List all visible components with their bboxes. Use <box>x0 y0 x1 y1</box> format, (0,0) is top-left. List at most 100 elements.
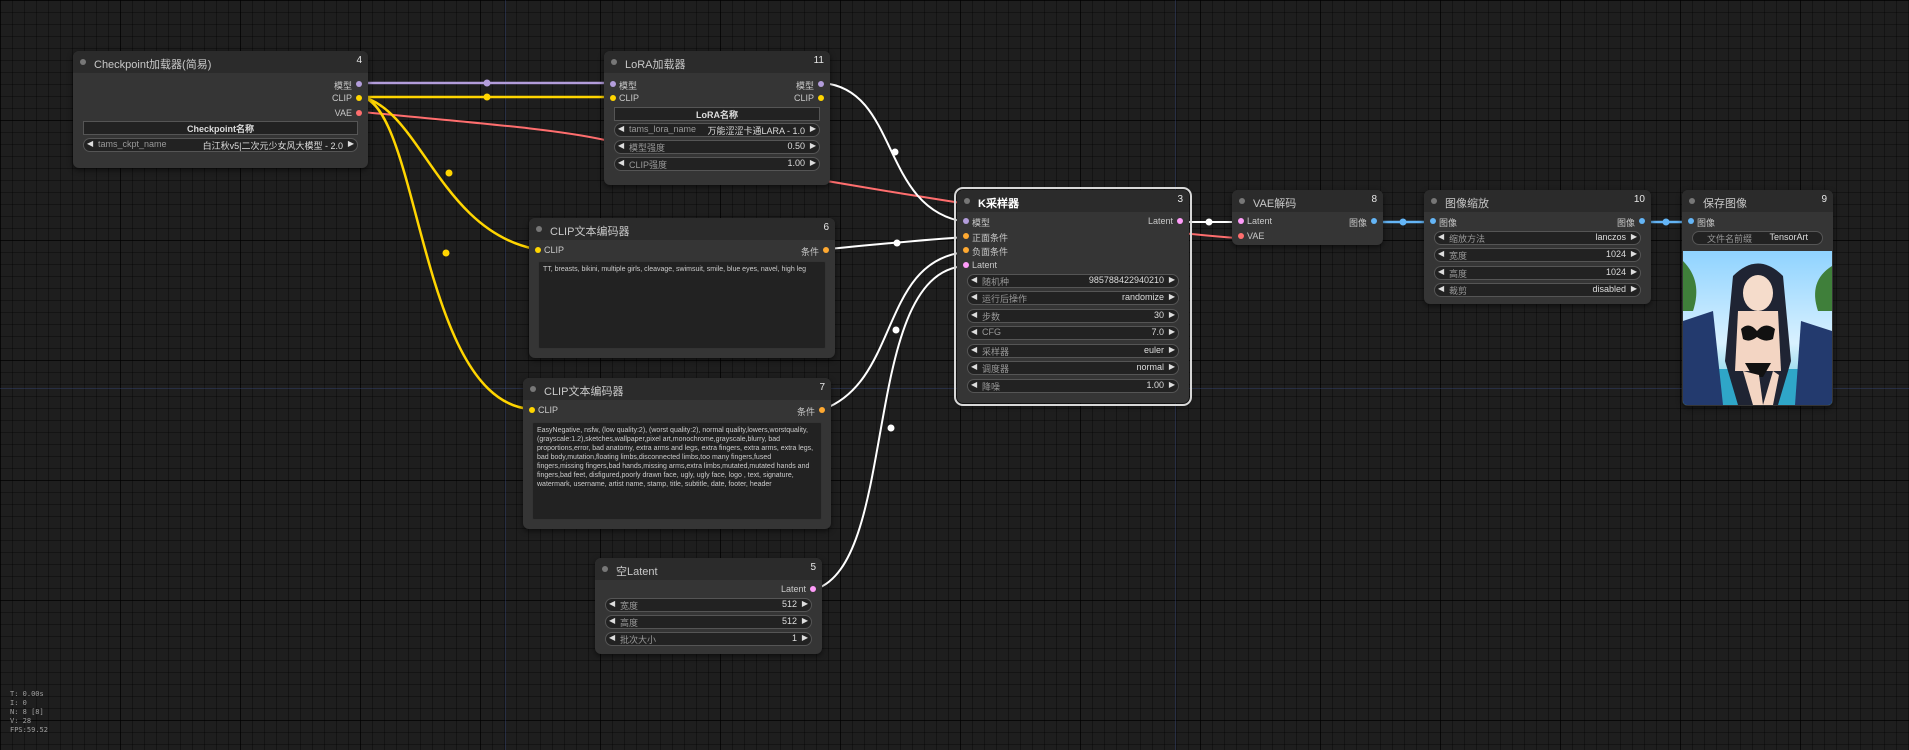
seed-widget[interactable]: ◀ 随机种 985788422940210 ▶ <box>967 274 1179 288</box>
arrow-right-icon[interactable]: ▶ <box>1168 380 1175 389</box>
output-slot-conditioning[interactable]: 条件 <box>749 244 829 258</box>
denoise-widget[interactable]: ◀ 降噪 1.00 ▶ <box>967 379 1179 393</box>
save-image-node[interactable]: 保存图像 9 图像 文件名前缀 TensorArt <box>1682 190 1833 406</box>
arrow-left-icon[interactable]: ◀ <box>971 345 978 354</box>
node-header[interactable]: VAE解码 8 <box>1232 190 1383 212</box>
node-header[interactable]: 保存图像 9 <box>1682 190 1833 212</box>
positive-prompt-textarea[interactable]: TT, breasts, bikini, multiple girls, cle… <box>538 261 826 349</box>
node-collapse-dot[interactable] <box>530 386 536 392</box>
negative-prompt-textarea[interactable]: EasyNegative, nsfw, (low quality:2), (wo… <box>532 422 822 520</box>
output-slot-vae[interactable]: VAE <box>262 107 362 121</box>
node-collapse-dot[interactable] <box>1431 198 1437 204</box>
empty-latent-node[interactable]: 空Latent 5 Latent ◀ 宽度 512 ▶ ◀ 高度 512 ▶ ◀… <box>595 558 822 654</box>
arrow-left-icon[interactable]: ◀ <box>609 633 616 642</box>
input-slot-image[interactable]: 图像 <box>1688 215 1758 229</box>
crop-widget[interactable]: ◀ 裁剪 disabled ▶ <box>1434 283 1641 297</box>
node-header[interactable]: LoRA加载器 11 <box>604 51 830 73</box>
latent-width-widget[interactable]: ◀ 宽度 512 ▶ <box>605 598 812 612</box>
ckpt-name-combo[interactable]: ◀ tams_ckpt_name 白江秋v5|二次元少女风大模型 - 2.0 ▶ <box>83 138 358 152</box>
arrow-right-icon[interactable]: ▶ <box>1168 292 1175 301</box>
arrow-right-icon[interactable]: ▶ <box>1168 275 1175 284</box>
node-collapse-dot[interactable] <box>536 226 542 232</box>
node-header[interactable]: 图像缩放 10 <box>1424 190 1651 212</box>
arrow-left-icon[interactable]: ◀ <box>1438 267 1445 276</box>
arrow-left-icon[interactable]: ◀ <box>971 380 978 389</box>
arrow-right-icon[interactable]: ▶ <box>1630 284 1637 293</box>
steps-widget[interactable]: ◀ 步数 30 ▶ <box>967 309 1179 323</box>
input-slot-model[interactable]: 模型 <box>963 215 1043 229</box>
model-strength-widget[interactable]: ◀ 模型强度 0.50 ▶ <box>614 140 820 154</box>
arrow-right-icon[interactable]: ▶ <box>809 141 816 150</box>
arrow-left-icon[interactable]: ◀ <box>609 599 616 608</box>
scheduler-widget[interactable]: ◀ 调度器 normal ▶ <box>967 361 1179 375</box>
arrow-left-icon[interactable]: ◀ <box>1438 249 1445 258</box>
output-slot-image[interactable]: 图像 <box>1317 215 1377 229</box>
input-slot-negative[interactable]: 负面条件 <box>963 244 1043 258</box>
batch-size-widget[interactable]: ◀ 批次大小 1 ▶ <box>605 632 812 646</box>
sampler-widget[interactable]: ◀ 采样器 euler ▶ <box>967 344 1179 358</box>
output-slot-clip[interactable]: CLIP <box>744 92 824 106</box>
arrow-left-icon[interactable]: ◀ <box>87 139 94 148</box>
input-slot-clip[interactable]: CLIP <box>610 92 690 106</box>
node-collapse-dot[interactable] <box>1239 198 1245 204</box>
output-slot-latent[interactable]: Latent <box>736 583 816 597</box>
arrow-right-icon[interactable]: ▶ <box>809 158 816 167</box>
input-slot-latent[interactable]: Latent <box>963 259 1043 273</box>
node-header[interactable]: CLIP文本编码器 7 <box>523 378 831 400</box>
node-header[interactable]: Checkpoint加载器(简易) 4 <box>73 51 368 73</box>
input-slot-vae[interactable]: VAE <box>1238 230 1308 244</box>
output-slot-image[interactable]: 图像 <box>1575 215 1645 229</box>
arrow-right-icon[interactable]: ▶ <box>1630 267 1637 276</box>
control-after-generate-widget[interactable]: ◀ 运行后操作 randomize ▶ <box>967 291 1179 305</box>
input-slot-clip[interactable]: CLIP <box>529 404 609 418</box>
arrow-right-icon[interactable]: ▶ <box>1630 249 1637 258</box>
node-collapse-dot[interactable] <box>1689 198 1695 204</box>
node-header[interactable]: CLIP文本编码器 6 <box>529 218 835 240</box>
arrow-left-icon[interactable]: ◀ <box>971 310 978 319</box>
arrow-right-icon[interactable]: ▶ <box>801 599 808 608</box>
node-collapse-dot[interactable] <box>602 566 608 572</box>
arrow-left-icon[interactable]: ◀ <box>971 275 978 284</box>
input-slot-image[interactable]: 图像 <box>1430 215 1500 229</box>
image-preview[interactable] <box>1683 251 1832 405</box>
node-header[interactable]: K采样器 3 <box>957 190 1189 212</box>
ksampler-node[interactable]: K采样器 3 模型 Latent 正面条件 负面条件 Latent ◀ 随机种 … <box>954 187 1192 406</box>
node-header[interactable]: 空Latent 5 <box>595 558 822 580</box>
arrow-right-icon[interactable]: ▶ <box>1630 232 1637 241</box>
output-slot-conditioning[interactable]: 条件 <box>745 404 825 418</box>
arrow-left-icon[interactable]: ◀ <box>618 158 625 167</box>
arrow-right-icon[interactable]: ▶ <box>801 616 808 625</box>
clip-text-encode-positive-node[interactable]: CLIP文本编码器 6 CLIP 条件 TT, breasts, bikini,… <box>529 218 835 358</box>
checkpoint-loader-node[interactable]: Checkpoint加载器(简易) 4 模型 CLIP VAE Checkpoi… <box>73 51 368 168</box>
node-collapse-dot[interactable] <box>964 198 970 204</box>
input-slot-clip[interactable]: CLIP <box>535 244 615 258</box>
arrow-left-icon[interactable]: ◀ <box>618 141 625 150</box>
input-slot-positive[interactable]: 正面条件 <box>963 230 1043 244</box>
lora-loader-node[interactable]: LoRA加载器 11 模型 模型 CLIP CLIP LoRA名称 ◀ tams… <box>604 51 830 185</box>
scale-height-widget[interactable]: ◀ 高度 1024 ▶ <box>1434 266 1641 280</box>
arrow-left-icon[interactable]: ◀ <box>971 327 978 336</box>
arrow-right-icon[interactable]: ▶ <box>1168 362 1175 371</box>
image-scale-node[interactable]: 图像缩放 10 图像 图像 ◀ 缩放方法 lanczos ▶ ◀ 宽度 1024… <box>1424 190 1651 304</box>
output-slot-model[interactable]: 模型 <box>262 78 362 92</box>
arrow-right-icon[interactable]: ▶ <box>1168 310 1175 319</box>
output-slot-model[interactable]: 模型 <box>744 78 824 92</box>
node-collapse-dot[interactable] <box>611 59 617 65</box>
arrow-left-icon[interactable]: ◀ <box>1438 232 1445 241</box>
arrow-right-icon[interactable]: ▶ <box>1168 327 1175 336</box>
arrow-right-icon[interactable]: ▶ <box>1168 345 1175 354</box>
arrow-left-icon[interactable]: ◀ <box>609 616 616 625</box>
clip-strength-widget[interactable]: ◀ CLIP强度 1.00 ▶ <box>614 157 820 171</box>
arrow-right-icon[interactable]: ▶ <box>347 139 354 148</box>
arrow-left-icon[interactable]: ◀ <box>971 362 978 371</box>
input-slot-model[interactable]: 模型 <box>610 78 690 92</box>
upscale-method-widget[interactable]: ◀ 缩放方法 lanczos ▶ <box>1434 231 1641 245</box>
arrow-left-icon[interactable]: ◀ <box>971 292 978 301</box>
clip-text-encode-negative-node[interactable]: CLIP文本编码器 7 CLIP 条件 EasyNegative, nsfw, … <box>523 378 831 529</box>
arrow-left-icon[interactable]: ◀ <box>1438 284 1445 293</box>
output-slot-clip[interactable]: CLIP <box>262 92 362 106</box>
input-slot-latent[interactable]: Latent <box>1238 215 1308 229</box>
latent-height-widget[interactable]: ◀ 高度 512 ▶ <box>605 615 812 629</box>
arrow-right-icon[interactable]: ▶ <box>801 633 808 642</box>
arrow-left-icon[interactable]: ◀ <box>618 124 625 133</box>
